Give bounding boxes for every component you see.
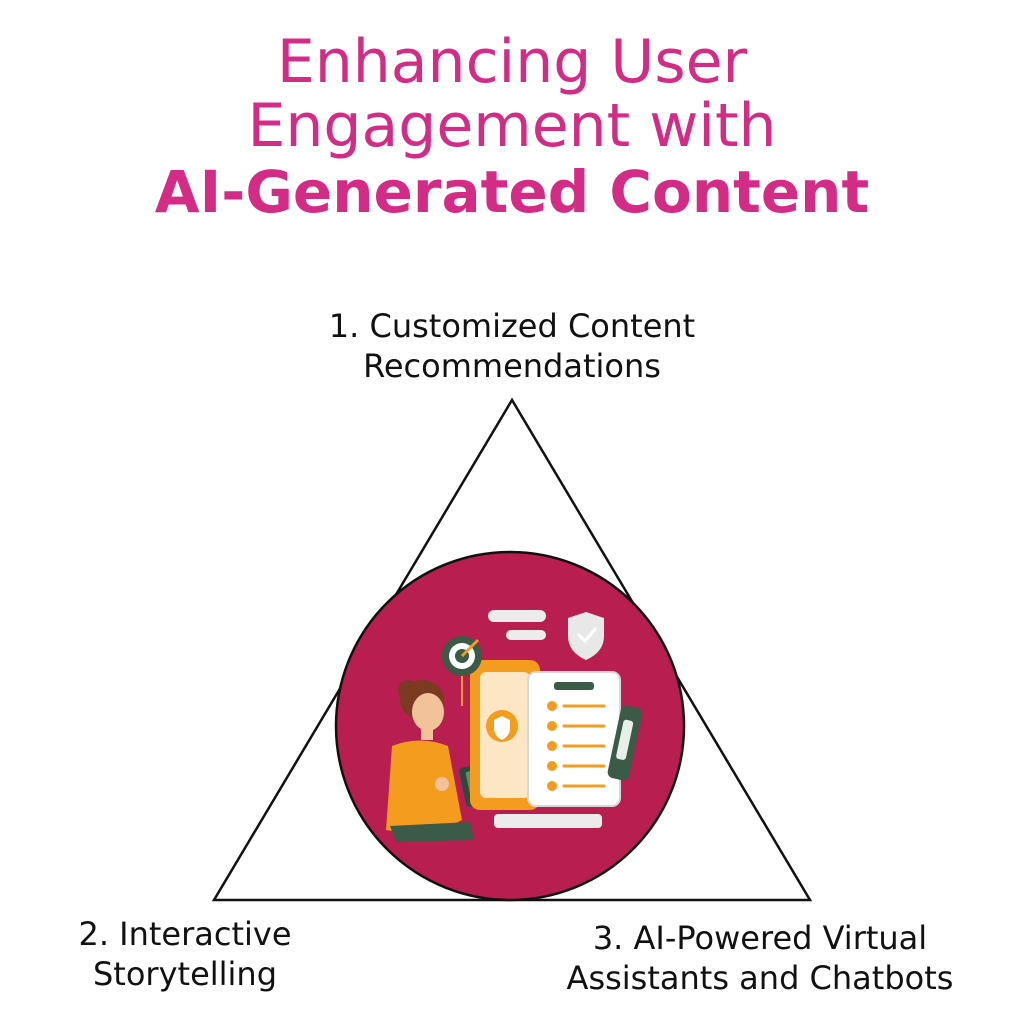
item-label-3: 3. AI-Powered Virtual Assistants and Cha… — [540, 918, 980, 998]
page-title: Enhancing User Engagement with AI-Genera… — [0, 30, 1024, 228]
item-label-1-line-1: 1. Customized Content — [328, 307, 696, 345]
item-label-1: 1. Customized Content Recommendations — [200, 306, 824, 386]
message-bubbles-icon — [488, 610, 546, 640]
title-line-1: Enhancing User — [276, 27, 748, 97]
item-label-2-line-1: 2. Interactive — [78, 915, 292, 953]
item-label-2-line-2: Storytelling — [92, 955, 278, 993]
target-icon — [442, 636, 482, 706]
title-line-2: Engagement with — [247, 91, 777, 161]
item-label-3-line-2: Assistants and Chatbots — [566, 959, 954, 997]
title-line-3: AI-Generated Content — [154, 158, 870, 226]
pen-icon — [607, 705, 643, 781]
item-label-3-line-1: 3. AI-Powered Virtual — [592, 919, 928, 957]
base-bar — [494, 814, 602, 828]
shield-icon — [568, 612, 604, 660]
person-with-tablet-icon — [386, 680, 474, 842]
item-label-2: 2. Interactive Storytelling — [60, 914, 310, 994]
checklist-icon — [527, 671, 621, 807]
item-label-1-line-2: Recommendations — [363, 347, 661, 385]
small-shield-badge-icon — [486, 710, 518, 742]
